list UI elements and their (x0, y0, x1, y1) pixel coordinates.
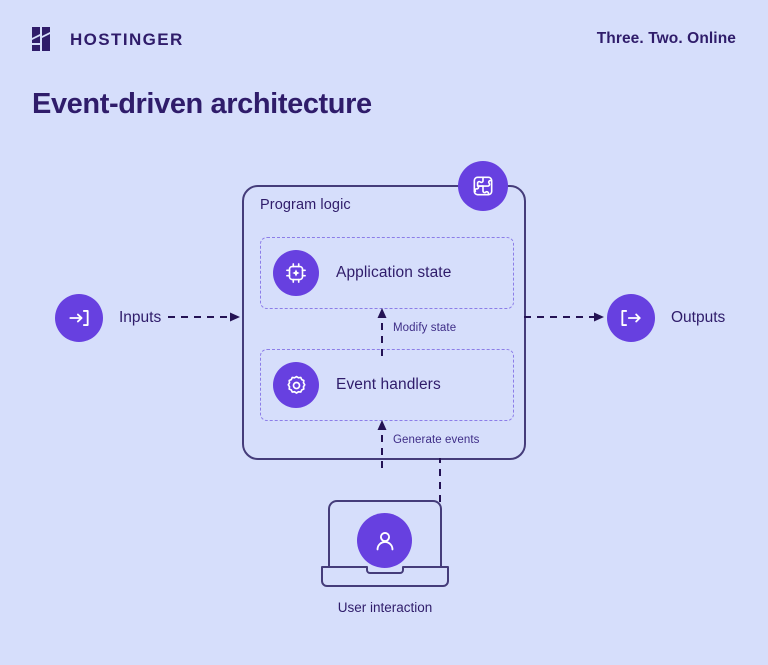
application-state-label: Application state (336, 264, 452, 281)
generate-events-label: Generate events (393, 434, 480, 446)
hostinger-h-logo-icon (32, 27, 50, 51)
user-interaction-label: User interaction (337, 600, 433, 615)
inputs-node: Inputs (55, 294, 161, 342)
laptop-screen (328, 500, 442, 572)
user-to-program-connector (439, 458, 441, 502)
event-handlers-row: Event handlers (260, 349, 514, 421)
event-handlers-label: Event handlers (336, 376, 441, 393)
laptop-base (321, 566, 449, 587)
laptop-icon (320, 500, 450, 587)
login-arrow-in-icon (55, 294, 103, 342)
tagline: Three. Two. Online (596, 30, 736, 47)
cpu-chip-sparkle-icon (273, 250, 319, 296)
program-logic-container: Program logic Application state Event ha… (242, 185, 526, 460)
generate-events-arrow (377, 420, 387, 468)
modify-state-label: Modify state (393, 322, 457, 334)
puzzle-piece-icon (458, 161, 508, 211)
program-logic-label: Program logic (260, 197, 351, 213)
application-state-row: Application state (260, 237, 514, 309)
page-title: Event-driven architecture (32, 88, 372, 120)
inputs-flow-arrow (168, 312, 240, 322)
gear-icon (273, 362, 319, 408)
brand-name: HOSTINGER (70, 29, 184, 49)
logout-arrow-out-icon (607, 294, 655, 342)
inputs-label: Inputs (119, 309, 162, 326)
outputs-node: Outputs (607, 294, 725, 342)
modify-state-arrow (377, 308, 387, 356)
user-avatar-icon (357, 513, 412, 568)
outputs-label: Outputs (671, 309, 726, 326)
brand-logo: HOSTINGER (30, 24, 184, 54)
outputs-flow-arrow (524, 312, 604, 322)
